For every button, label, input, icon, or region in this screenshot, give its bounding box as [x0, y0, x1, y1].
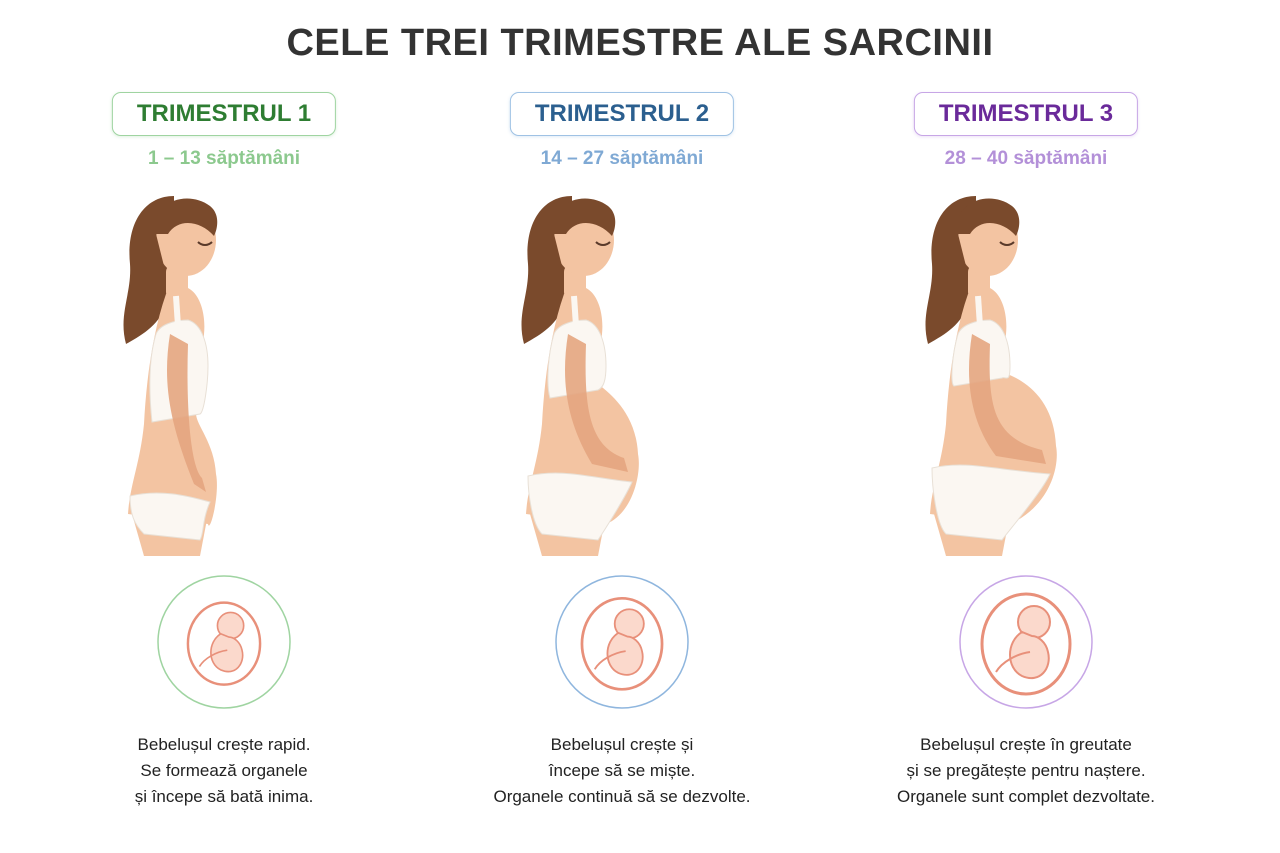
strap-shape: [571, 295, 579, 327]
trimester-3-badge: TRIMESTRUL 3: [913, 92, 1139, 136]
underwear-shape: [129, 492, 211, 541]
trimester-2-description: Bebelușul crește și începe să se miște. …: [442, 732, 802, 810]
description-line: Bebelușul crește în greutate: [920, 735, 1132, 754]
fetus-body: [606, 631, 644, 676]
trimester-3-weeks: 28 – 40 săptămâni: [944, 148, 1108, 169]
trimester-column-3: TRIMESTRUL 3 28 – 40 săptămâni Bebelușul…: [846, 92, 1206, 832]
arm-shape: [565, 334, 628, 472]
eye-shape: [999, 241, 1015, 246]
hair-strand-shape: [545, 234, 564, 324]
fetus-figure: [980, 592, 1072, 696]
description-line: Organele continuă să se dezvolte.: [493, 787, 751, 806]
fetus-cord: [593, 650, 626, 670]
eye-shape: [197, 241, 213, 246]
underwear-shape: [527, 472, 633, 541]
underwear-shape: [931, 464, 1051, 541]
fetus-figure: [580, 596, 664, 691]
pregnant-woman-illustration-2: [521, 196, 639, 556]
description-line: Se formează organele: [140, 761, 308, 780]
description-line: Bebelușul crește și: [550, 735, 694, 754]
hair-top-shape: [955, 198, 1020, 236]
description-line: Bebelușul crește rapid.: [137, 735, 311, 754]
description-line: Organele sunt complet dezvoltate.: [897, 787, 1155, 806]
hair-strand-shape: [949, 234, 968, 324]
womb-outline: [580, 596, 664, 691]
trimester-3-description: Bebelușul crește în greutate și se pregă…: [846, 732, 1206, 810]
page-title: CELE TREI TRIMESTRE ALE SARCINII: [286, 22, 994, 64]
trimester-2-weeks: 14 – 27 săptămâni: [540, 148, 704, 169]
trimester-1-weeks: 1 – 13 săptămâni: [147, 148, 301, 169]
eye-shape: [595, 241, 611, 246]
trimester-2-badge: TRIMESTRUL 2: [509, 92, 735, 136]
fetus-icon-2: [555, 575, 689, 709]
pregnant-woman-illustration-1: [123, 196, 218, 556]
trimester-1-description: Bebelușul crește rapid. Se formează orga…: [44, 732, 404, 810]
description-line: începe să se miște.: [548, 761, 696, 780]
strap-shape: [173, 295, 181, 327]
trimester-1-badge: TRIMESTRUL 1: [111, 92, 337, 136]
strap-shape: [975, 295, 983, 327]
fetus-figure: [186, 601, 262, 686]
hair-top-shape: [153, 198, 218, 236]
womb-outline: [186, 601, 262, 686]
trimester-column-2: TRIMESTRUL 2 14 – 27 săptămâni Bebelușul…: [442, 92, 802, 832]
description-line: și se pregătește pentru naștere.: [906, 761, 1146, 780]
arm-shape: [969, 334, 1046, 464]
fetus-icon-3: [959, 575, 1093, 709]
fetus-cord: [198, 649, 228, 668]
arm-shape: [167, 334, 206, 492]
fetus-cord: [995, 651, 1031, 673]
hair-strand-shape: [147, 234, 166, 324]
fetus-body: [210, 632, 244, 673]
description-line: și începe să bată inima.: [134, 787, 314, 806]
pregnant-woman-illustration-3: [925, 196, 1057, 556]
fetus-body: [1009, 630, 1050, 679]
womb-outline: [980, 592, 1072, 696]
fetus-icon-1: [157, 575, 291, 709]
hair-top-shape: [551, 198, 616, 236]
trimester-column-1: TRIMESTRUL 1 1 – 13 săptămâni Bebelușul …: [44, 92, 404, 832]
